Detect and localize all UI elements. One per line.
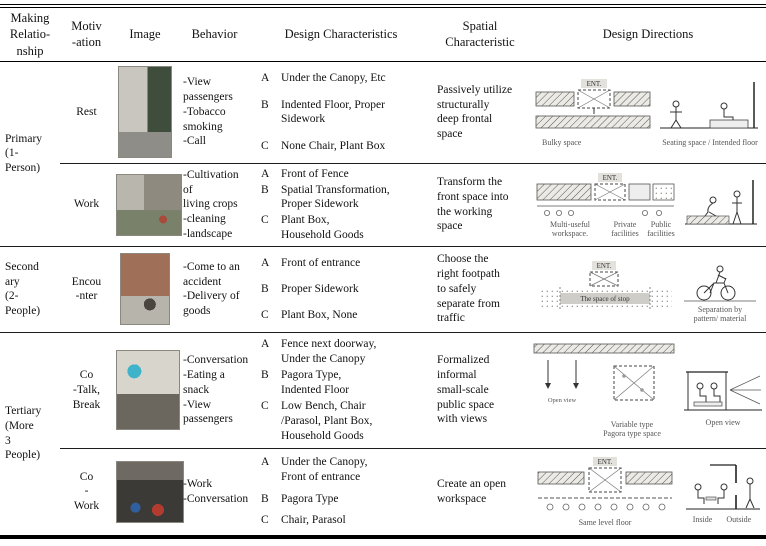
photo-encounter-alley — [120, 253, 170, 326]
motivation-work: Work — [73, 198, 100, 211]
caption-separation: Separation by pattern/ material — [693, 305, 747, 324]
dc-key: A — [261, 338, 270, 351]
dc-value: Spatial Transformation, Proper Sidework — [281, 183, 390, 211]
encounter-plan-sketch: ENT. The space of stop — [538, 261, 672, 312]
dc-value: Front of entrance — [281, 256, 361, 269]
photo-co-talk-alley — [116, 350, 180, 431]
dc-key: A — [261, 72, 270, 85]
photo-co-work-alley — [116, 460, 184, 523]
dc-value: Plant Box, Household Goods — [281, 213, 364, 241]
spatial-co-talk: Formalized informal small-scale public s… — [437, 354, 495, 426]
rest-plan-sketch: ENT. — [535, 78, 651, 129]
ent-label: ENT. — [597, 262, 612, 270]
dc-key: C — [261, 514, 269, 527]
dc-value: Under the Canopy, Front of entrance — [281, 456, 368, 483]
spatial-encounter: Choose the right footpath to safely sepa… — [437, 253, 500, 325]
table-row: Co - Work -Work -Conversation A Under the… — [0, 448, 766, 537]
design-characteristics-rest: A Under the Canopy, Etc B Indented Floor, … — [261, 65, 428, 159]
dc-key: B — [261, 369, 269, 382]
caption-seating-space: Seating space / Intended floor — [662, 137, 758, 147]
behavior-encounter: -Come to an accident -Delivery of goods — [183, 260, 240, 317]
caption-outside: Outside — [726, 515, 752, 525]
dc-key: B — [261, 98, 269, 111]
caption-multi-useful-workspace: Multi-useful workspace. — [550, 219, 590, 238]
col-header-behavior: Behavior — [191, 27, 238, 42]
table-row: Tertiary (More 3 People) Co -Talk, Break… — [0, 332, 766, 461]
dc-key: C — [261, 213, 269, 226]
caption-same-level-floor: Same level floor — [578, 518, 632, 528]
encounter-bicycle-sketch — [684, 265, 756, 302]
spatial-work: Transform the front space into the worki… — [437, 176, 509, 233]
co-work-section-sketch — [686, 464, 760, 510]
group-secondary: Second ary (2- People) — [5, 260, 41, 317]
behavior-co-talk: -Conversation -Eating a snack -View pass… — [183, 354, 249, 426]
dc-value: Fence next doorway, Under the Canopy — [281, 338, 377, 365]
group-tertiary: Tertiary (More 3 People) — [5, 405, 42, 462]
dc-value: Pagora Type — [281, 492, 339, 505]
co-talk-view-sketch — [684, 371, 762, 411]
design-characteristics-encounter: A Front of entrance B Proper Sidework C Pla… — [261, 250, 428, 328]
col-header-spatial-characteristic: Spatial Characteristic — [445, 19, 515, 50]
col-header-making-relationship: Making Relatio- nship — [9, 11, 51, 58]
caption-inside: Inside — [692, 515, 713, 525]
table-row: Primary (1- Person) Rest -View passenger… — [0, 61, 766, 174]
open-view-left-label: Open view — [548, 397, 577, 404]
table-row: Second ary (2- People) Encou -nter -Come… — [0, 246, 766, 333]
dc-key: C — [261, 308, 269, 321]
dc-value: Pagora Type, Indented Floor — [281, 369, 350, 396]
col-header-design-characteristics: Design Characteristics — [284, 27, 398, 42]
dc-key: A — [261, 168, 270, 181]
motivation-co-work: Co - Work — [73, 470, 100, 513]
dc-key: B — [261, 492, 269, 505]
table-row: Work -Cultivation of living crops -clean… — [0, 163, 766, 247]
behavior-rest: -View passengers -Tobacco smoking -Call — [183, 76, 233, 148]
col-header-motivation: Motiv -ation — [71, 19, 102, 50]
caption-bulky-space: Bulky space — [542, 137, 582, 147]
work-plan-sketch: ENT. — [536, 172, 675, 216]
group-primary: Primary (1- Person) — [5, 132, 43, 175]
motivation-rest: Rest — [76, 105, 97, 118]
dc-value: Low Bench, Chair /Parasol, Plant Box, Ho… — [281, 400, 373, 442]
design-characteristics-co-work: A Under the Canopy, Front of entrance B Pa… — [261, 452, 428, 532]
spatial-co-work: Create an open workspace — [437, 478, 506, 505]
space-of-stop-label: The space of stop — [580, 295, 630, 303]
dc-value: Under the Canopy, Etc — [281, 72, 386, 85]
dc-value: Front of Fence — [281, 168, 349, 181]
photo-work-alley — [116, 173, 182, 236]
photo-rest-alley — [118, 66, 172, 159]
ent-label: ENT. — [598, 458, 613, 466]
behavior-work: -Cultivation of living crops -cleaning -… — [183, 168, 239, 240]
dc-value: Indented Floor, Proper Sidework — [281, 98, 385, 126]
dc-value: Plant Box, None — [281, 308, 358, 321]
dc-key: A — [261, 456, 270, 469]
motivation-encounter: Encou -nter — [71, 275, 102, 303]
caption-public-facilities: Public facilities — [647, 219, 675, 238]
work-section-sketch — [685, 179, 757, 225]
street-space-design-table: Making Relatio- nship Motiv -ation Image… — [0, 4, 766, 539]
caption-pagora-type-space: Variable type Pagora type space — [603, 420, 661, 439]
dc-key: B — [261, 183, 269, 196]
caption-private-facilities: Private facilities — [611, 219, 639, 238]
dc-key: B — [261, 282, 269, 295]
dc-key: C — [261, 139, 269, 152]
col-header-design-directions: Design Directions — [602, 27, 694, 42]
header-row: Making Relatio- nship Motiv -ation Image… — [0, 6, 766, 62]
behavior-co-work: -Work -Conversation — [183, 478, 249, 505]
motivation-co-talk: Co -Talk, Break — [72, 369, 101, 411]
ent-label: ENT. — [587, 80, 602, 88]
col-header-image: Image — [129, 27, 161, 42]
co-talk-plan-sketch: Open view — [533, 343, 675, 404]
dc-value: Chair, Parasol — [281, 514, 346, 527]
spatial-rest: Passively utilize structurally deep fron… — [437, 83, 513, 140]
design-characteristics-work: A Front of Fence B Spatial Transformation,… — [261, 167, 428, 243]
rest-section-sketch — [660, 81, 758, 129]
open-view-right-label: Open view — [705, 417, 741, 427]
dc-key: A — [261, 256, 270, 269]
ent-label: ENT. — [603, 174, 618, 182]
co-work-plan-sketch: ENT. — [537, 457, 673, 511]
dc-value: None Chair, Plant Box — [281, 139, 386, 152]
dc-key: C — [261, 400, 269, 413]
dc-value: Proper Sidework — [281, 282, 359, 295]
